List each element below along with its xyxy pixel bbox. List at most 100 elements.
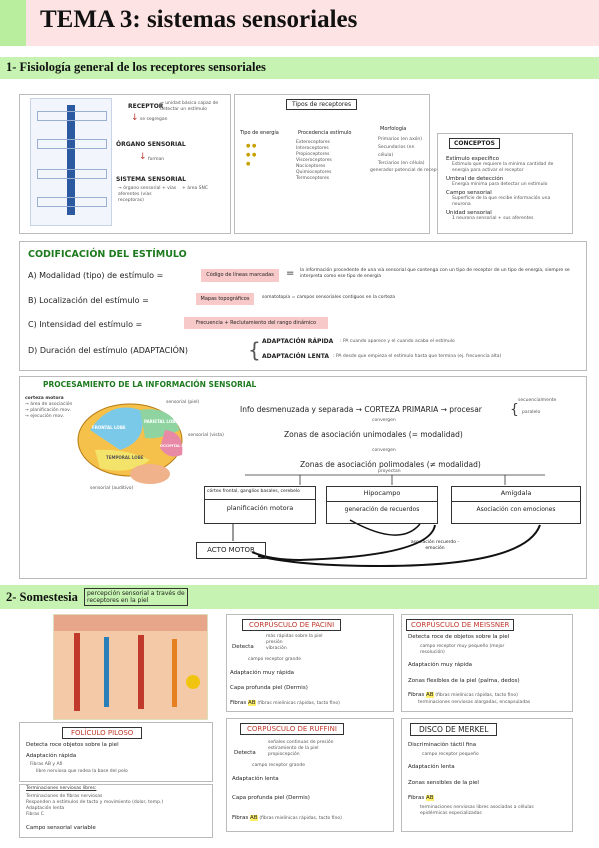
tipos-bottom-2: de receptor	[416, 168, 443, 173]
acto-motor-box: ACTO MOTOR	[196, 542, 266, 559]
flow-arrow-2: ↓	[139, 152, 147, 162]
title-bar	[0, 0, 599, 46]
tipos-bottom-1: potencial	[394, 168, 416, 173]
libres-3: Fibras C	[26, 812, 44, 817]
meissner-fibras-row: Fibras AB (fibras mielínicas rápidas, ta…	[408, 692, 518, 699]
proc-6: Termoceptores	[296, 176, 330, 181]
lobe-frontal: FRONTAL LOBE	[92, 425, 126, 430]
cod-d-lenta-text: : PA desde que empieza el estímulo hasta…	[333, 354, 502, 359]
box-hipocampo-label: Hipocampo	[363, 489, 401, 497]
brain-label-1: → área de asociación	[25, 402, 73, 407]
proc-4: Nociceptores	[296, 164, 326, 169]
libres-title: Terminaciones nerviosas libres:	[26, 786, 97, 791]
conceptos-title: CONCEPTOS	[449, 138, 500, 149]
concepto-2-head: Campo sensorial	[446, 190, 492, 196]
merkel-disc: Discriminación táctil fina	[408, 742, 477, 748]
merkel-adaptacion: Adaptación lenta	[408, 764, 455, 770]
brain-label-5: sensorial (vista)	[188, 433, 224, 438]
energia-1: ●	[251, 143, 257, 149]
foliculo-libre: libre nerviosa que rodea la base del pel…	[36, 769, 128, 774]
merkel-campo: campo receptor pequeño	[422, 752, 479, 757]
ruffini-d3: propiocepción	[268, 752, 300, 757]
section-2-note: percepción sensorial a través de recepto…	[84, 588, 188, 606]
box-amigdala-body: Asociación con emociones	[452, 501, 580, 517]
box-frontal-label: córtex frontal, ganglios basales, cerebe…	[207, 489, 300, 494]
proc-conv-1: convergen	[372, 418, 396, 423]
codificacion-title: CODIFICACIÓN DEL ESTÍMULO	[28, 249, 187, 260]
proc-3: Visceroceptores	[296, 158, 332, 163]
meissner-fibras-note: (fibras mielínicas rápidas, tacto fino)	[435, 693, 518, 698]
foliculo-ab: AB	[44, 762, 51, 767]
pacini-capa: Capa profunda piel (Dermis)	[230, 685, 308, 691]
flow-receptor: RECEPTOR	[128, 103, 164, 110]
merkel-card	[401, 718, 573, 832]
ruffini-title: CORPÚSCULO DE RUFFINI	[240, 723, 344, 735]
pacini-d3: vibración	[266, 646, 287, 651]
foliculo-title: FOLÍCULO PILOSO	[62, 727, 143, 739]
flow-arrow-1: ↓	[131, 113, 139, 123]
foliculo-adaptacion: Adaptación rápida	[26, 753, 77, 759]
brain-label-3: → ejecución mov.	[25, 414, 64, 419]
pacini-fibras-row: Fibras AB (fibras mielínicas rápidas, ta…	[230, 700, 340, 707]
proc-conv-2: convergen	[372, 448, 396, 453]
meissner-fibras: Fibras	[408, 692, 425, 698]
flow-sistema-note2: + área SNC	[182, 186, 209, 191]
proc-line-1b: secuencialmente	[518, 398, 557, 403]
merkel-fibras-row: Fibras AB	[408, 795, 434, 802]
ruffini-d2: estiramiento de la piel	[268, 746, 319, 751]
meissner-adaptacion: Adaptación muy rápida	[408, 662, 473, 668]
proc-line-3: Zonas de asociación polimodales (≠ modal…	[300, 460, 481, 469]
ruffini-adaptacion: Adaptación lenta	[232, 776, 279, 782]
meissner-title: CORPÚSCULO DE MEISSNER	[406, 619, 515, 631]
brain-labels-left: corteza motora → área de asociación → pl…	[25, 396, 73, 420]
box-frontal: córtex frontal, ganglios basales, cerebe…	[204, 486, 316, 524]
concepto-1-text: Energía mínima para detectar un estímulo	[452, 182, 548, 187]
pacini-d2: presión	[266, 640, 283, 645]
meissner-campo: campo receptor muy pequeño (mejor resolu…	[420, 644, 505, 655]
ruffini-fibras-note: (fibras mielínicas rápidas, tacto fino)	[259, 816, 342, 821]
box-frontal-body: planificación motora	[205, 499, 315, 516]
flow-receptor-note: → unidad básica capaz de detectar un est…	[160, 101, 219, 112]
pacini-detecta: Detecta	[232, 644, 254, 650]
proc-proy: proyectan	[378, 469, 401, 474]
pacini-adaptacion: Adaptación muy rápida	[230, 670, 295, 676]
proc-line-1c: paralelo	[522, 410, 541, 415]
box-amigdala: Amígdala Asociación con emociones	[451, 486, 581, 524]
section-2-title: 2- Somestesia	[6, 590, 78, 604]
cod-c-box: Frecuencia + Reclutamiento del rango din…	[184, 317, 328, 329]
tipos-col-2: Morfología	[380, 126, 407, 132]
energia-2: ●	[246, 152, 251, 158]
box-hipocampo-body: generación de recuerdos	[327, 501, 437, 517]
cod-d-rapida: ADAPTACIÓN RÁPIDA	[262, 338, 334, 345]
proc-line-1: Info desmenuzada y separada → CORTEZA PR…	[240, 405, 482, 414]
ruffini-capa: Capa profunda piel (Dermis)	[232, 795, 310, 801]
brain-label-4: sensorial (piel)	[166, 400, 200, 405]
tipos-title: Tipos de receptores	[286, 99, 358, 110]
meissner-ab: AB	[426, 692, 434, 698]
energia-0: ●	[246, 143, 251, 149]
morf-2: Terciarios (en célula)	[378, 161, 425, 166]
page-title: TEMA 3: sistemas sensoriales	[40, 6, 358, 33]
ruffini-d1: señales continuas de presión	[268, 740, 334, 745]
skin-diagram-image	[53, 614, 208, 720]
proc-1: Interoceptores	[296, 146, 329, 151]
lobe-temporal: TEMPORAL LOBE	[106, 455, 144, 460]
tipos-receptores-card	[234, 94, 430, 234]
pacini-title: CORPÚSCULO DE PACINI	[242, 619, 342, 631]
proc-asociacion: asociación recuerdo - emoción	[410, 540, 460, 551]
cod-a-label: A) Modalidad (tipo) de estímulo =	[28, 271, 164, 280]
libres-2: Adaptación lenta	[26, 806, 65, 811]
pacini-detecta-list: más rápidas sobre la piel presión vibrac…	[266, 634, 336, 652]
lobe-parietal: PARIETAL LOBE	[144, 419, 179, 424]
flow-seg1: se segregan	[140, 117, 168, 122]
merkel-zonas: Zonas sensibles de la piel	[408, 780, 479, 786]
foliculo-y: y	[52, 762, 56, 767]
box-amigdala-label: Amígdala	[500, 489, 532, 497]
foliculo-fibras: Fibras	[30, 762, 44, 767]
pacini-fibras: Fibras	[230, 700, 247, 706]
cod-b-text: somatotopía = campos sensoriales contigu…	[262, 295, 396, 300]
title-accent	[0, 0, 26, 46]
flow-sistema-note1: → órgano sensorial + vías aferentes (vía…	[118, 186, 177, 203]
ruffini-fibras-row: Fibras AB (fibras mielínicas rápidas, ta…	[232, 815, 342, 822]
ruffini-fibras: Fibras	[232, 815, 249, 821]
